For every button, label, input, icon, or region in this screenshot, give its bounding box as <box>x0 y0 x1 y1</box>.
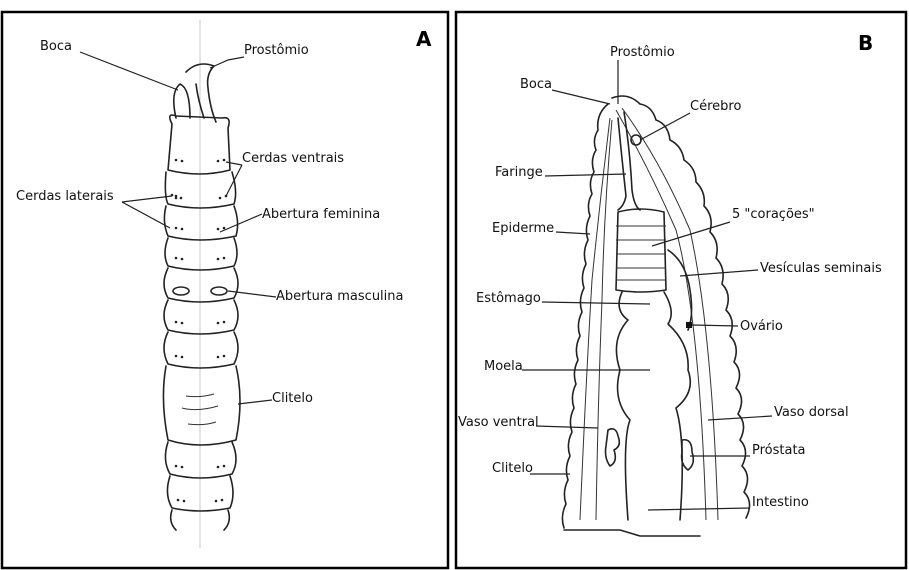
prostate-left <box>606 429 620 466</box>
inner-wall-left <box>580 118 610 520</box>
label-b-epiderme: Epiderme <box>492 221 554 236</box>
label-b-prostata: Próstata <box>752 443 806 458</box>
label-b-clitelo: Clitelo <box>492 461 533 476</box>
label-a-boca: Boca <box>40 39 72 54</box>
label-a-cerdas-ventrais: Cerdas ventrais <box>242 151 344 166</box>
leader-b-vesiculas <box>680 270 758 276</box>
leader-a-cerdas-ventrais-1 <box>226 162 242 165</box>
setae-dots <box>171 159 228 503</box>
segment-4 <box>165 238 237 270</box>
panel-b-tag: B <box>858 31 873 55</box>
segment-6 <box>164 300 238 334</box>
leader-b-estomago <box>542 302 650 304</box>
label-b-ovario: Ovário <box>740 319 783 334</box>
label-b-moela: Moela <box>484 359 523 374</box>
leader-b-cerebro <box>640 113 690 140</box>
panel-a-tag: A <box>416 27 432 51</box>
leader-a-prostomio <box>210 57 244 68</box>
label-b-boca: Boca <box>520 77 552 92</box>
leader-a-boca <box>80 52 178 90</box>
male-pore-left <box>173 287 189 295</box>
panel-a: A <box>2 12 448 568</box>
gut-left-wall <box>616 292 630 520</box>
worm-internal-body <box>562 96 749 536</box>
segment-3 <box>164 206 237 240</box>
segment-2 <box>165 172 235 208</box>
label-b-faringe: Faringe <box>495 165 543 180</box>
leader-b-epiderme <box>556 232 590 234</box>
worm-external-body <box>163 64 240 530</box>
leader-b-faringe <box>545 174 626 176</box>
base-cut <box>564 530 700 536</box>
label-a-clitelo: Clitelo <box>272 391 313 406</box>
pharynx <box>618 112 640 210</box>
label-b-coracoes: 5 "corações" <box>732 207 815 222</box>
leader-b-vaso-ventral <box>536 426 598 428</box>
panel-b: B <box>456 12 906 568</box>
label-b-vaso-dorsal: Vaso dorsal <box>774 405 849 420</box>
prostate-right <box>682 440 694 470</box>
panel-b-frame <box>456 12 906 568</box>
segment-9 <box>165 442 236 478</box>
segment-7 <box>164 332 238 368</box>
label-a-prostomio: Prostômio <box>244 43 309 58</box>
leader-a-cerdas-laterais-2 <box>122 202 170 228</box>
segment-5 <box>164 268 238 302</box>
clitellum-mark-3 <box>188 422 216 425</box>
ovary <box>686 322 692 328</box>
leader-b-intestino <box>648 508 750 510</box>
label-b-vaso-ventral: Vaso ventral <box>458 415 539 430</box>
clitellum <box>163 366 240 445</box>
dorsal-vessel-line <box>616 110 706 520</box>
male-pore-right <box>211 287 227 295</box>
leader-b-ovario <box>692 325 738 326</box>
label-a-cerdas-laterais: Cerdas laterais <box>16 189 114 204</box>
label-b-intestino: Intestino <box>752 495 809 510</box>
ventral-vessel-line <box>596 120 612 520</box>
label-b-prostomio: Prostômio <box>610 45 675 60</box>
leader-a-abertura-feminina <box>220 214 262 232</box>
label-a-abertura-masculina: Abertura masculina <box>276 289 404 304</box>
label-b-cerebro: Cérebro <box>690 99 741 114</box>
epidermis-right <box>612 96 750 518</box>
label-a-abertura-feminina: Abertura feminina <box>262 207 380 222</box>
leader-a-cerdas-laterais-1 <box>122 196 172 202</box>
label-b-vesiculas: Vesículas seminais <box>760 261 882 276</box>
head-segment <box>168 115 230 174</box>
label-b-estomago: Estômago <box>476 291 541 306</box>
leader-a-clitelo <box>238 400 272 404</box>
leader-b-boca <box>552 90 610 104</box>
